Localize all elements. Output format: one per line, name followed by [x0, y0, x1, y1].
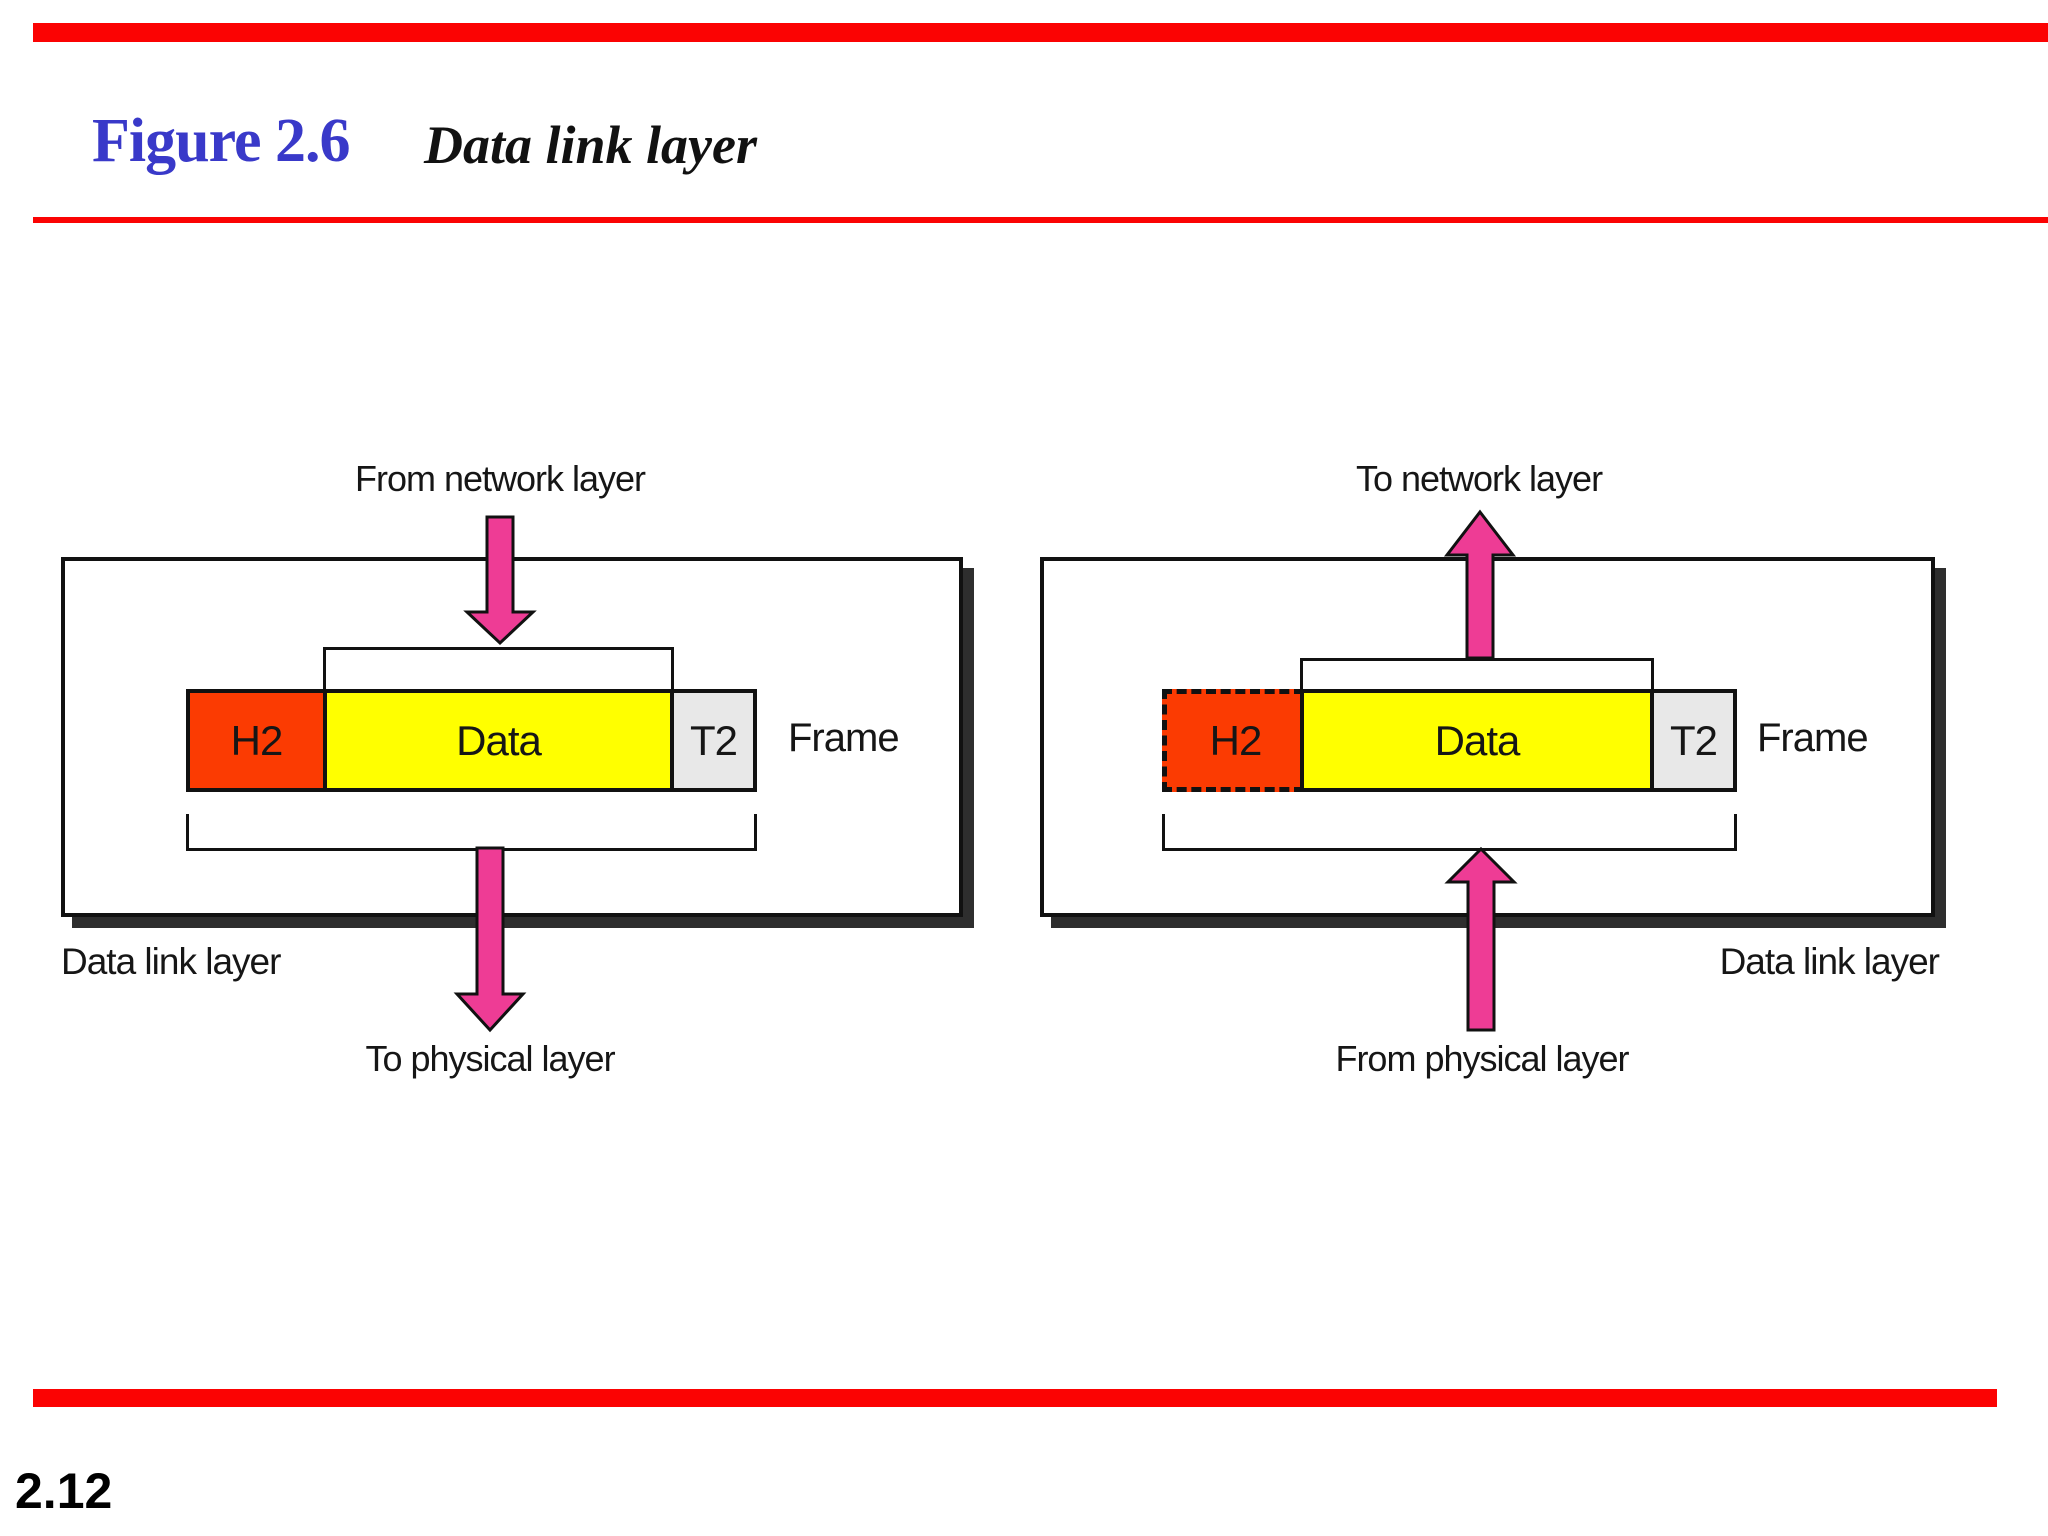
page-number: 2.12: [15, 1463, 113, 1519]
right-frame-bracket: [1162, 814, 1737, 851]
down-arrow-icon: [453, 846, 527, 1033]
down-arrow-icon: [463, 515, 537, 646]
right-frame-field-data: Data: [1300, 689, 1654, 792]
up-arrow-icon: [1443, 509, 1517, 660]
left-bottom-label: To physical layer: [365, 1038, 615, 1079]
left-data-bracket: [323, 647, 674, 689]
right-frame-caption: Frame: [1757, 716, 1869, 760]
left-layer-label: Data link layer: [61, 941, 281, 982]
left-frame-bracket: [186, 814, 757, 851]
up-arrow-icon: [1444, 846, 1518, 1032]
left-frame-field-h2: H2: [186, 689, 327, 792]
bottom-accent-bar: [33, 1389, 1997, 1407]
figure-title: Data link layer: [424, 115, 757, 175]
left-top-label: From network layer: [354, 458, 646, 499]
left-frame-caption: Frame: [788, 716, 900, 760]
left-frame-field-data: Data: [323, 689, 674, 792]
right-frame-field-t2: T2: [1650, 689, 1737, 792]
right-top-label: To network layer: [1355, 458, 1603, 499]
title-underline: [33, 217, 2048, 223]
figure-number: Figure 2.6: [92, 107, 350, 175]
right-bottom-label: From physical layer: [1335, 1038, 1629, 1079]
top-accent-bar: [33, 23, 2048, 42]
left-frame-field-t2: T2: [670, 689, 757, 792]
right-layer-label: Data link layer: [1719, 941, 1940, 982]
right-frame-field-h2-dashed: H2: [1162, 689, 1304, 792]
